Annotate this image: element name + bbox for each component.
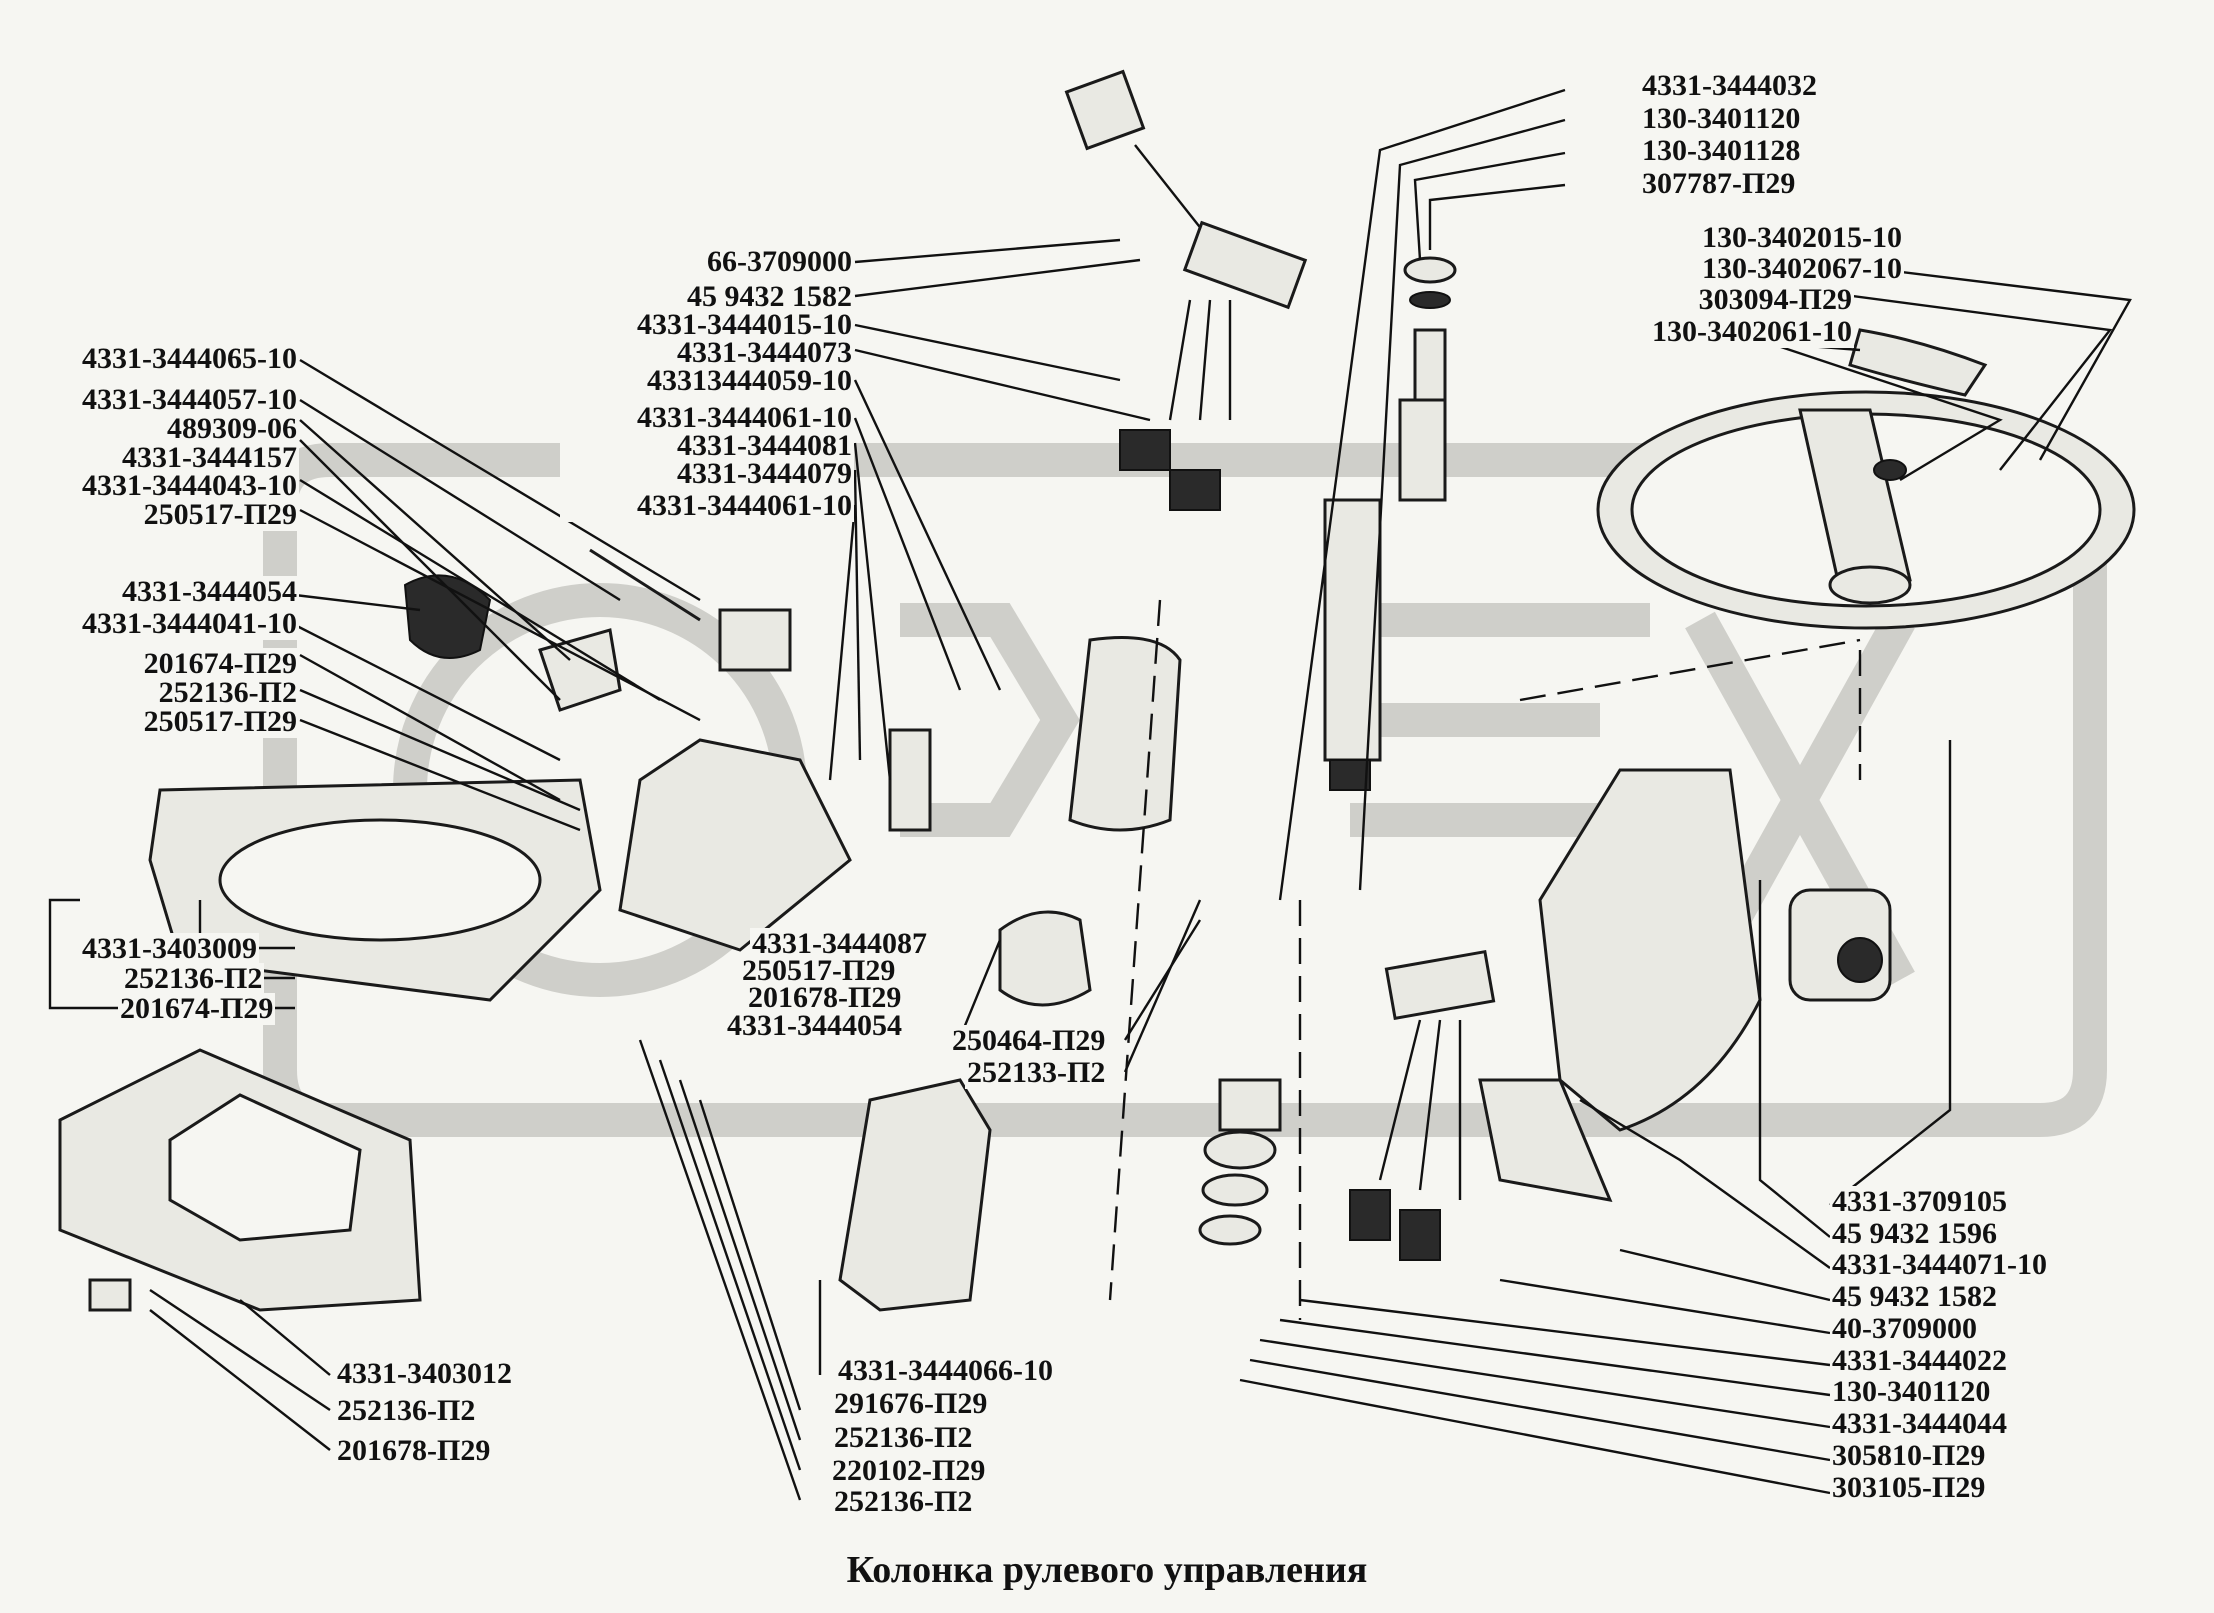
steering-column-shaft [1323, 256, 1457, 791]
lower-bearing-stack [1198, 1078, 1282, 1246]
label-4331-3403012: 4331-3403012 [335, 1357, 514, 1390]
label-4331-3403009: 4331-3403009 [80, 932, 259, 965]
label-43313444059-10: 43313444059-10 [560, 365, 854, 397]
label-4331-3444066-10: 4331-3444066-10 [836, 1354, 1055, 1387]
label-250517-p29-c: 250517-П29 [740, 954, 898, 987]
label-130-3401120-a: 130-3401120 [1640, 102, 1803, 135]
label-4331-3444015-10: 4331-3444015-10 [560, 309, 854, 341]
label-4331-3444071-10: 4331-3444071-10 [1830, 1248, 2049, 1281]
label-4331-3444032: 4331-3444032 [1640, 69, 1819, 102]
label-4331-3444022: 4331-3444022 [1830, 1344, 2009, 1377]
label-130-3401128: 130-3401128 [1640, 134, 1803, 167]
stalk-switch-upper [1064, 69, 1308, 511]
steering-wheel [1596, 390, 2136, 630]
stalk-switch-lower [1349, 949, 1496, 1261]
label-4331-3444044: 4331-3444044 [1830, 1407, 2009, 1440]
label-252136-p2-d: 252136-П2 [832, 1421, 975, 1454]
label-4331-3444043-10: 4331-3444043-10 [10, 470, 299, 502]
label-201678-p29-b: 201678-П29 [746, 981, 904, 1014]
label-4331-3444057-10: 4331-3444057-10 [10, 384, 299, 416]
label-4331-3444073: 4331-3444073 [560, 337, 854, 369]
label-4331-3444054-left: 4331-3444054 [10, 576, 299, 608]
label-201678-p29-a: 201678-П29 [335, 1434, 493, 1467]
assembly-lines [1108, 599, 1862, 1320]
label-4331-3444081: 4331-3444081 [560, 430, 854, 462]
label-201674-p29-b: 201674-П29 [118, 992, 276, 1025]
label-130-3402015-10: 130-3402015-10 [1600, 222, 1904, 254]
label-40-3709000: 40-3709000 [1830, 1312, 1979, 1345]
trim-frame [58, 1048, 422, 1312]
label-4331-3444061-10-a: 4331-3444061-10 [560, 402, 854, 434]
label-250464-p29: 250464-П29 [950, 1024, 1108, 1057]
label-220102-p29: 220102-П29 [830, 1454, 988, 1487]
wheel-emblem [1848, 328, 1988, 397]
label-4331-3444061-10-b: 4331-3444061-10 [560, 490, 854, 522]
label-4331-3444054-center: 4331-3444054 [725, 1009, 904, 1042]
label-66-3709000: 66-3709000 [560, 246, 854, 278]
label-303105-p29: 303105-П29 [1830, 1471, 1988, 1504]
label-489309-06: 489309-06 [10, 413, 299, 445]
label-252136-p2-b: 252136-П2 [122, 962, 265, 995]
label-4331-3444041-10: 4331-3444041-10 [10, 608, 299, 640]
label-4331-3444065-10: 4331-3444065-10 [10, 343, 299, 375]
cover-block [838, 1078, 992, 1312]
label-303094-p29: 303094-П29 [1600, 284, 1854, 316]
label-250517-p29-b: 250517-П29 [10, 706, 299, 738]
label-307787-p29: 307787-П29 [1640, 167, 1798, 200]
label-130-3401120-b: 130-3401120 [1830, 1375, 1993, 1408]
label-201674-p29-a: 201674-П29 [10, 648, 299, 680]
label-252133-p2: 252133-П2 [965, 1056, 1108, 1089]
label-45-9432-1582-b: 45 9432 1582 [1830, 1280, 1999, 1313]
label-130-3402067-10: 130-3402067-10 [1600, 253, 1904, 285]
label-45-9432-1582-a: 45 9432 1582 [560, 281, 854, 313]
label-4331-3444087: 4331-3444087 [750, 927, 929, 960]
label-4331-3444157: 4331-3444157 [10, 442, 299, 474]
label-45-9432-1596: 45 9432 1596 [1830, 1217, 1999, 1250]
label-291676-p29: 291676-П29 [832, 1387, 990, 1420]
label-305810-p29: 305810-П29 [1830, 1439, 1988, 1472]
label-250517-p29-a: 250517-П29 [10, 499, 299, 531]
mount-bracket [618, 636, 1182, 952]
diagram-caption: Колонка рулевого управления [846, 1549, 1368, 1591]
label-4331-3709105: 4331-3709105 [1830, 1185, 2009, 1218]
label-4331-3444079: 4331-3444079 [560, 458, 854, 490]
label-252136-p2-e: 252136-П2 [832, 1485, 975, 1518]
label-130-3402061-10: 130-3402061-10 [1600, 316, 1854, 348]
column-cowl [1478, 768, 1892, 1202]
label-252136-p2-c: 252136-П2 [335, 1394, 478, 1427]
housing-panel [148, 778, 602, 1002]
label-252136-p2-a: 252136-П2 [10, 677, 299, 709]
